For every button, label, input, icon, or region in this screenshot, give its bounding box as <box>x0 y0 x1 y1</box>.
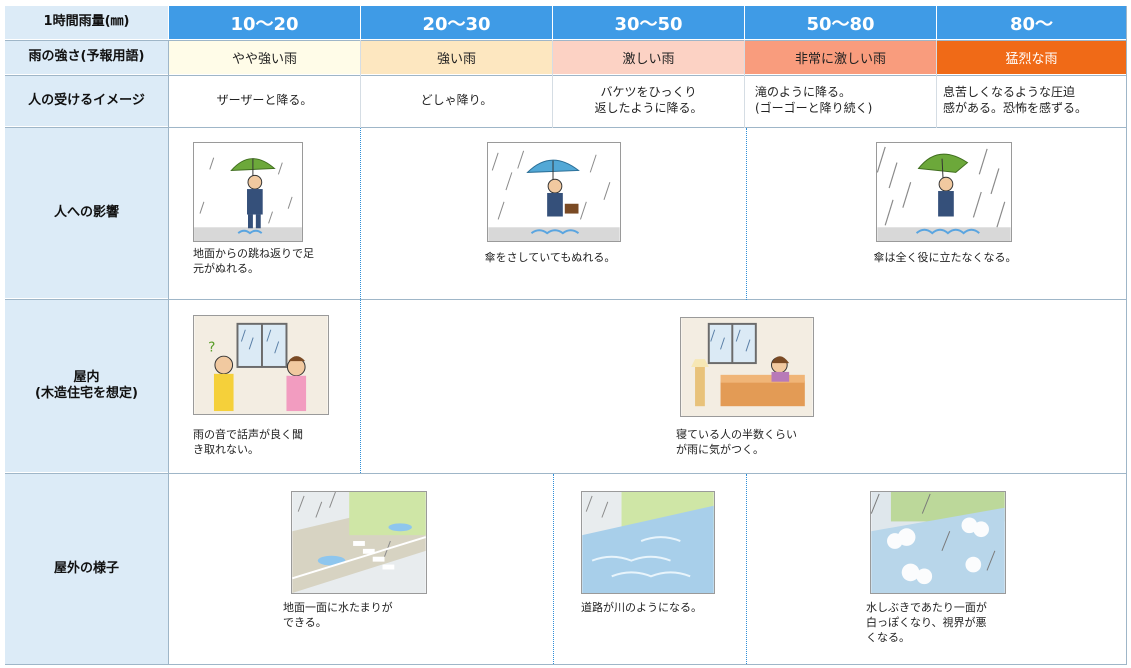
indoor-sleeping-person-illustration <box>680 317 814 417</box>
intensity-intense: 激しい雨 <box>553 41 744 74</box>
image-text-3: バケツをひっくり 返したように降る。 <box>594 85 703 115</box>
image-row-label: 人の受けるイメージ <box>5 76 168 126</box>
grid-line <box>5 299 1126 300</box>
caption-outdoor-1: 地面一面に水たまりが できる。 <box>283 601 393 629</box>
people-row-label: 人への影響 <box>5 128 168 298</box>
intensity-row-label: 雨の強さ(予報用語) <box>5 41 168 74</box>
intensity-slightly-heavy: やや強い雨 <box>169 41 360 74</box>
image-text-2: どしゃ降り。 <box>420 93 493 108</box>
range-30-50: 30〜50 <box>553 6 744 39</box>
intensity-torrential: 猛烈な雨 <box>937 41 1126 74</box>
range-20-30: 20〜30 <box>361 6 552 39</box>
grid-line <box>936 40 937 128</box>
grid-line <box>552 40 553 128</box>
person-umbrella-light-rain-illustration <box>193 142 303 242</box>
caption-indoor-1: 雨の音で話声が良く聞 き取れない。 <box>193 428 303 456</box>
outdoor-river-road-illustration <box>581 491 715 594</box>
image-text-5: 息苦しくなるような圧迫 感がある。恐怖を感ずる。 <box>943 85 1088 115</box>
indoor-row-label: 屋内 (木造住宅を想定) <box>5 300 168 472</box>
grid-line <box>5 127 1126 128</box>
caption-people-2: 傘をさしていてもぬれる。 <box>484 251 616 264</box>
grid-line <box>5 40 1126 41</box>
image-text-4: 滝のように降る。 (ゴーゴーと降り続く) <box>755 85 873 115</box>
caption-indoor-2: 寝ている人の半数くらい が雨に気がつく。 <box>676 428 797 456</box>
caption-outdoor-2: 道路が川のようになる。 <box>581 601 702 614</box>
grid-line <box>5 664 1126 665</box>
grid-line <box>5 75 1126 76</box>
outdoor-spray-low-visibility-illustration <box>870 491 1006 594</box>
outdoor-row-label: 屋外の様子 <box>5 474 168 664</box>
rainfall-header-label: 1時間雨量(㎜) <box>5 6 168 39</box>
dotted-divider <box>746 128 747 300</box>
dotted-divider <box>553 474 554 664</box>
caption-outdoor-3: 水しぶきであたり一面が 白っぽくなり、視界が悪 くなる。 <box>866 601 987 644</box>
person-umbrella-heavy-rain-illustration <box>487 142 621 242</box>
svg-text:?: ? <box>208 339 215 355</box>
caption-people-1: 地面からの跳ね返りで足 元がぬれる。 <box>193 247 314 275</box>
dotted-divider <box>360 128 361 473</box>
grid-line <box>168 40 169 665</box>
grid-line <box>744 40 745 128</box>
intensity-heavy: 強い雨 <box>361 41 552 74</box>
person-umbrella-torrential-rain-illustration <box>876 142 1012 242</box>
range-80-plus: 80〜 <box>937 6 1126 39</box>
grid-line <box>1126 6 1127 665</box>
dotted-divider <box>746 474 747 664</box>
grid-line <box>360 40 361 128</box>
range-10-20: 10〜20 <box>169 6 360 39</box>
indoor-conversation-illustration: ? <box>193 315 329 415</box>
intensity-very-intense: 非常に激しい雨 <box>745 41 936 74</box>
outdoor-puddles-illustration <box>291 491 427 594</box>
image-text-1: ザーザーと降る。 <box>216 93 313 108</box>
range-50-80: 50〜80 <box>745 6 936 39</box>
grid-line <box>5 473 1126 474</box>
caption-people-3: 傘は全く役に立たなくなる。 <box>873 251 1017 264</box>
